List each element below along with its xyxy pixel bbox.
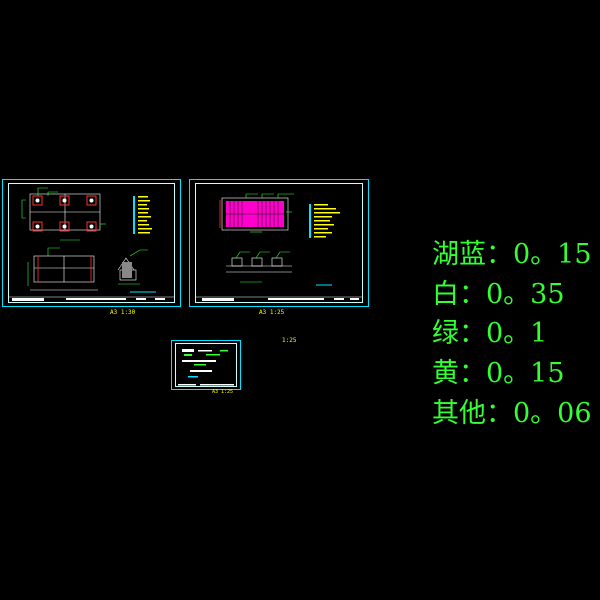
legend-other-weight: 其他：0。06 <box>432 398 592 429</box>
floating-scale-label: 1:25 <box>282 337 297 344</box>
legend-yellow-weight: 黄：0。15 <box>432 358 565 389</box>
sheet-3-inner-frame <box>175 343 237 387</box>
sheet-2-scale-label: A3 1:25 <box>259 309 285 316</box>
legend-green-weight: 绿：0。1 <box>432 318 548 349</box>
drawing-sheet-2[interactable] <box>189 179 369 307</box>
legend-white-weight: 白：0。35 <box>432 279 565 310</box>
sheet-3-scale-label: A3 1:25 <box>212 389 234 395</box>
sheet-2-inner-frame <box>195 183 363 303</box>
sheet-1-scale-label: A3 1:30 <box>110 309 136 316</box>
drawing-sheet-3[interactable] <box>171 340 241 390</box>
drawing-sheet-1[interactable] <box>2 179 181 307</box>
sheet-1-inner-frame <box>8 183 175 303</box>
legend-lake-blue-weight: 湖蓝：0。15 <box>432 239 592 270</box>
